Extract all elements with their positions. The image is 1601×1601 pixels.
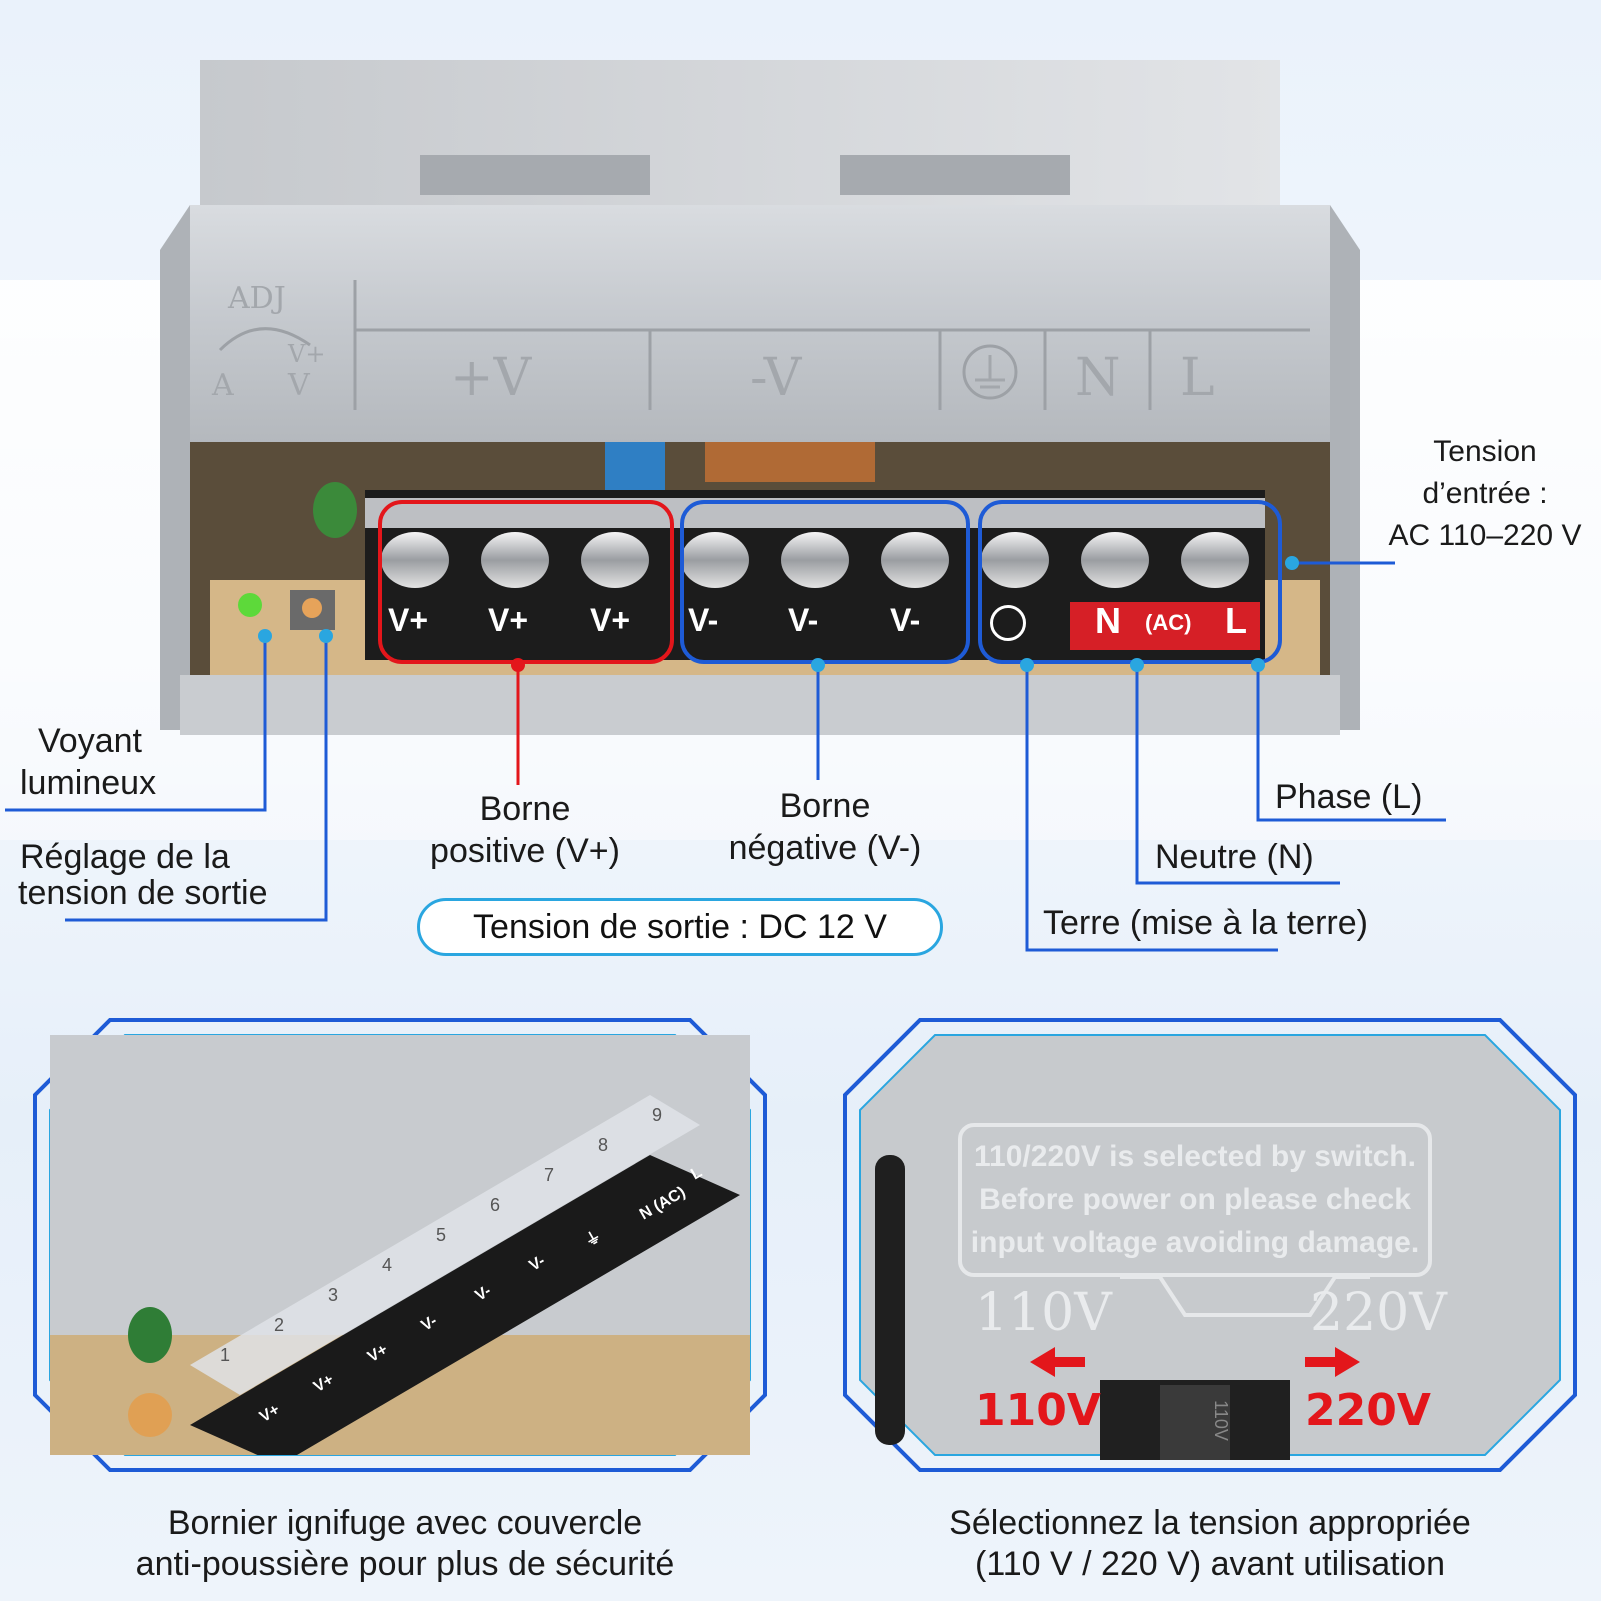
panel-right-frame xyxy=(843,1018,1577,1472)
case-front xyxy=(190,205,1330,445)
case-left-side xyxy=(160,205,190,730)
terminal-label-closeup: ⏚ xyxy=(582,1227,605,1251)
terminal-label: V+ xyxy=(590,602,631,638)
label-indicator-1: Voyant xyxy=(38,722,142,760)
highlight-negative xyxy=(680,500,970,664)
label-input-voltage-1: Tension xyxy=(1433,435,1537,468)
terminal-number: 5 xyxy=(436,1225,447,1245)
terminal-number: 6 xyxy=(490,1195,501,1215)
terminal-screw xyxy=(1181,532,1249,588)
terminal-label: V- xyxy=(788,602,819,638)
terminal-block-closeup xyxy=(50,1035,750,1455)
switch-label-220v: 220V xyxy=(1305,1385,1431,1436)
label-positive-1: Borne xyxy=(479,790,571,828)
terminal-screw xyxy=(1081,532,1149,588)
terminal-number: 1 xyxy=(220,1345,231,1365)
terminal-screw xyxy=(981,532,1049,588)
terminal-screw xyxy=(481,532,549,588)
output-voltage-badge: Tension de sortie : DC 12 V xyxy=(417,898,943,956)
terminal-label-closeup: V- xyxy=(472,1282,495,1305)
switch-label-110v: 110V xyxy=(975,1385,1101,1436)
annotation-lines xyxy=(5,500,1446,952)
engraved-110v: 110V xyxy=(975,1283,1112,1343)
terminal-screw xyxy=(381,532,449,588)
terminal-label: V- xyxy=(890,602,921,638)
caption-right-2: (110 V / 220 V) avant utilisation xyxy=(975,1545,1445,1583)
terminal-label-l: L xyxy=(1225,600,1247,641)
engraved-l: L xyxy=(1180,348,1215,408)
engraved-v-small: V xyxy=(287,368,311,403)
engraved-vplus-small: V+ xyxy=(287,340,325,368)
label-adjust-2: tension de sortie xyxy=(18,874,268,912)
earth-icon xyxy=(990,605,1026,641)
label-positive-2: positive (V+) xyxy=(430,832,620,870)
engraved-220v: 220V xyxy=(1310,1283,1447,1343)
label-neutral: Neutre (N) xyxy=(1155,838,1314,876)
switch-text: 110V xyxy=(1210,1400,1231,1441)
terminal-number: 9 xyxy=(652,1105,663,1125)
arrow-right-icon xyxy=(1305,1347,1360,1377)
highlight-ac xyxy=(978,500,1282,664)
terminal-screw xyxy=(781,532,849,588)
vent-right xyxy=(840,155,1070,195)
terminal-label-closeup: V+ xyxy=(364,1341,391,1366)
terminal-label-closeup: V- xyxy=(418,1312,441,1335)
engraving-line-3: input voltage avoiding damage. xyxy=(970,1226,1420,1259)
power-supply-unit: ADJ A V V+ +V -V N L xyxy=(160,60,1360,735)
label-earth: Terre (mise à la terre) xyxy=(1043,904,1368,942)
label-input-voltage-2: d’entrée : xyxy=(1422,477,1548,510)
panel-right: 110/220V is selected by switch. Before p… xyxy=(840,1015,1580,1475)
case-bottom xyxy=(180,675,1340,735)
terminal-label-ac: (AC) xyxy=(1145,610,1192,635)
ac-red-plate xyxy=(1070,602,1260,650)
terminal-label-closeup: V- xyxy=(526,1252,549,1275)
caption-left-2: anti-poussière pour plus de sécurité xyxy=(135,1545,675,1583)
terminal-number: 3 xyxy=(328,1285,339,1305)
terminal-label-closeup: V+ xyxy=(310,1371,337,1396)
vent-left xyxy=(420,155,650,195)
terminal-label-n: N xyxy=(1095,600,1121,641)
label-phase: Phase (L) xyxy=(1275,778,1423,816)
engraving-line-1: 110/220V is selected by switch. xyxy=(974,1140,1416,1173)
terminal-label-closeup: V+ xyxy=(256,1401,283,1426)
inductor xyxy=(705,442,875,482)
terminal-screw xyxy=(681,532,749,588)
label-negative-2: négative (V-) xyxy=(728,829,922,867)
terminal-label: V+ xyxy=(488,602,529,638)
terminal-number: 4 xyxy=(382,1255,393,1275)
terminal-label-closeup: N (AC) xyxy=(636,1183,689,1224)
terminal-label-closeup: L xyxy=(688,1163,706,1184)
caption-left-1: Bornier ignifuge avec couvercle xyxy=(167,1504,643,1542)
label-indicator-2: lumineux xyxy=(20,764,157,802)
terminal-number: 7 xyxy=(544,1165,555,1185)
terminal-label: V- xyxy=(688,602,719,638)
engraved-n: N xyxy=(1075,348,1121,408)
case-right-side xyxy=(1330,205,1360,730)
engraved-plus-v: +V xyxy=(450,348,533,408)
arrow-left-icon xyxy=(1030,1347,1085,1377)
label-adjust-1: Réglage de la xyxy=(20,838,230,876)
label-negative-1: Borne xyxy=(779,787,871,825)
terminal-number: 2 xyxy=(274,1315,285,1335)
label-input-voltage-3: AC 110–220 V xyxy=(1388,519,1582,552)
terminal-label: V+ xyxy=(388,602,429,638)
green-capacitor xyxy=(313,482,357,538)
engraved-minus-v: -V xyxy=(750,348,803,408)
caption-right-1: Sélectionnez la tension appropriée xyxy=(949,1504,1471,1542)
terminal-screw xyxy=(581,532,649,588)
terminal-number: 8 xyxy=(598,1135,609,1155)
terminal-labels: V+ V+ V+ V- V- V- N (AC) L xyxy=(160,50,1360,750)
engraving-line-2: Before power on please check xyxy=(979,1183,1411,1216)
terminal-screw xyxy=(881,532,949,588)
engraved-adj: ADJ xyxy=(227,281,286,316)
engraved-a: A xyxy=(211,368,234,403)
highlight-positive xyxy=(378,500,674,664)
led-indicator xyxy=(238,593,262,617)
